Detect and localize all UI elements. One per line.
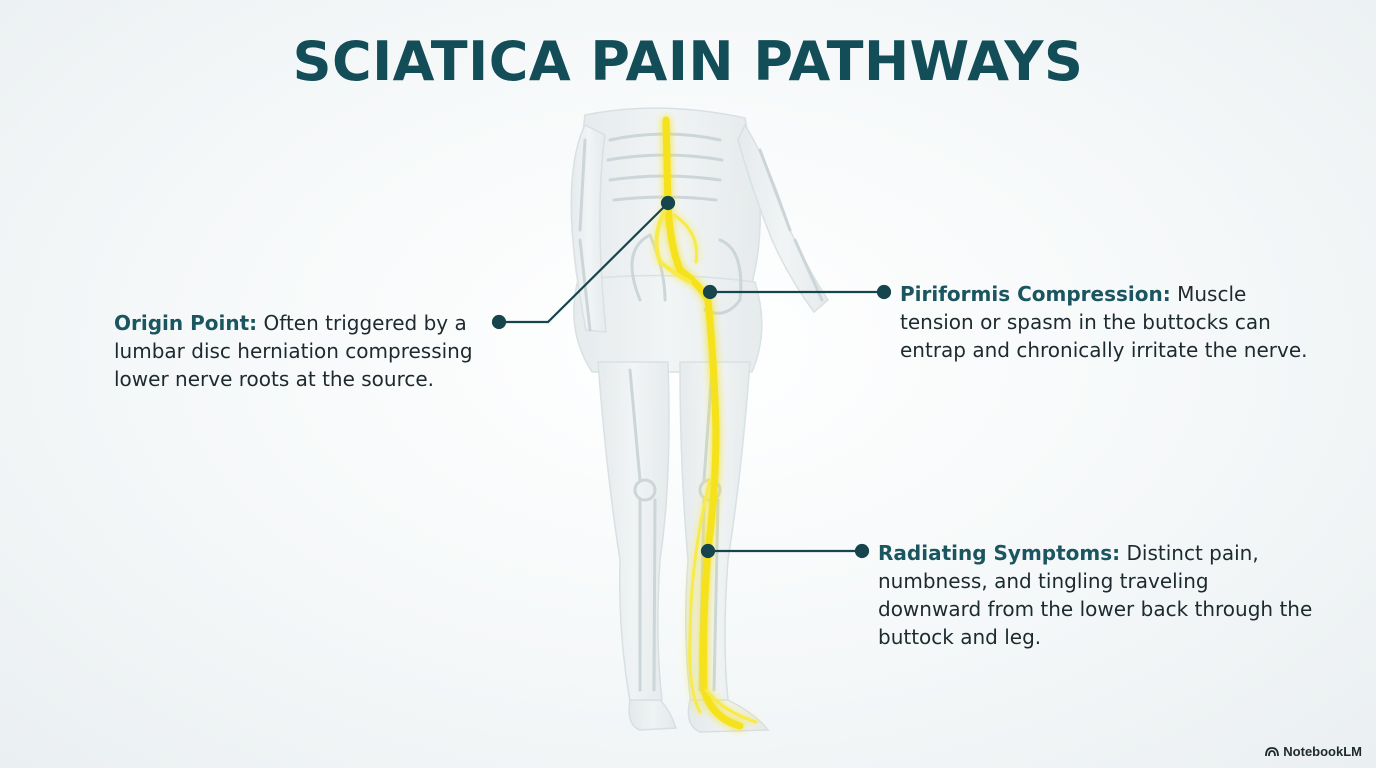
brand-label: NotebookLM <box>1283 744 1362 759</box>
notebooklm-logo-icon <box>1265 746 1279 757</box>
callout-piriformis-heading: Piriformis Compression: <box>900 282 1171 306</box>
callout-origin: Origin Point: Often triggered by a lumba… <box>114 309 514 393</box>
callout-radiating-heading: Radiating Symptoms: <box>878 541 1120 565</box>
brand-watermark: NotebookLM <box>1265 744 1362 759</box>
callout-piriformis: Piriformis Compression: Muscle tension o… <box>900 280 1320 364</box>
callout-radiating: Radiating Symptoms: Distinct pain, numbn… <box>878 539 1318 651</box>
callout-origin-heading: Origin Point: <box>114 311 257 335</box>
